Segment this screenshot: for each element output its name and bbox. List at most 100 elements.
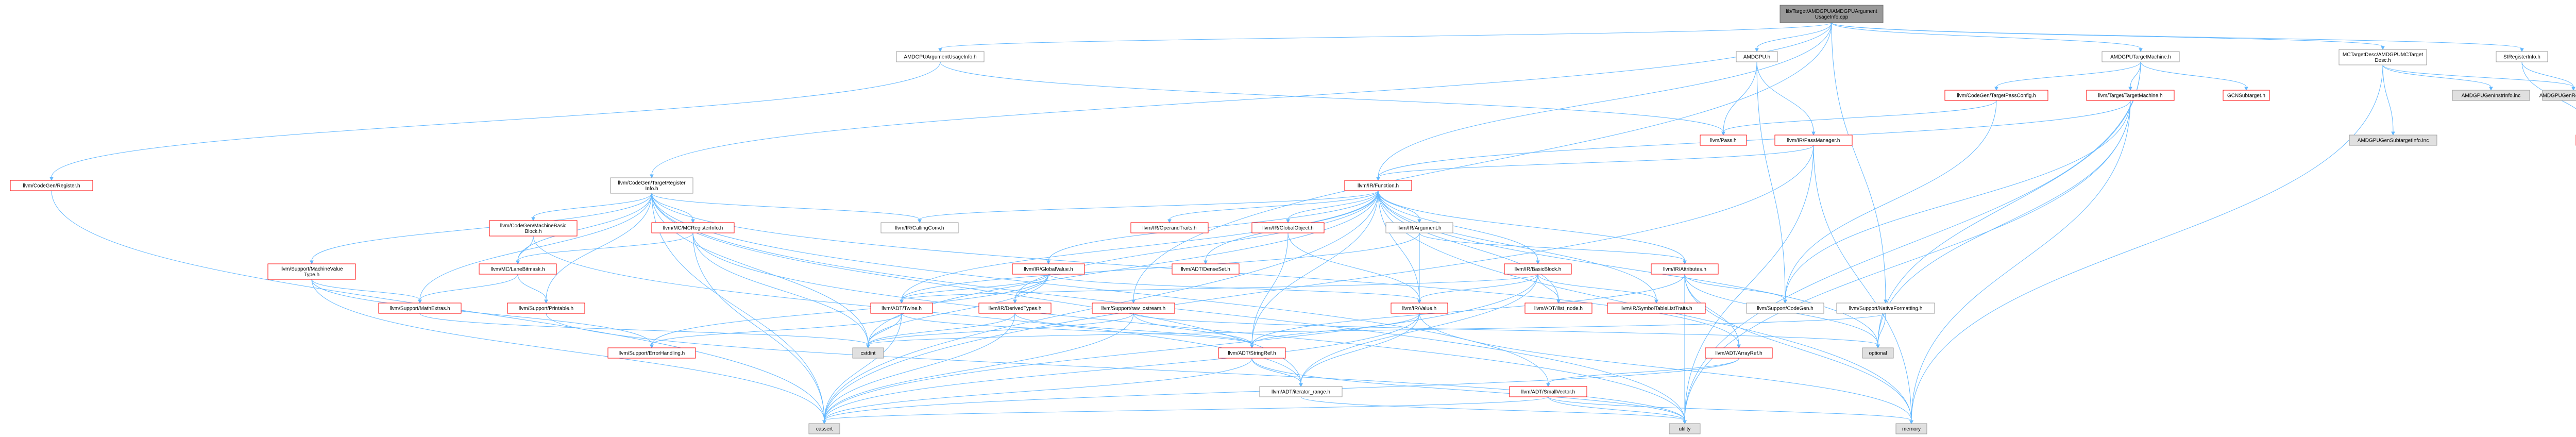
node-symtab[interactable]: llvm/IR/SymbolTableListTraits.h: [1607, 302, 1706, 314]
node-label: Info.h: [645, 186, 658, 192]
node-label: llvm/ADT/iterator_range.h: [1272, 390, 1330, 395]
edge-line: [1251, 232, 1289, 345]
node-label: AMDGPUArgumentUsageInfo.h: [904, 55, 976, 60]
node-nativefmt[interactable]: llvm/Support/NativeFormatting.h: [1836, 302, 1935, 314]
node-box: [1259, 386, 1343, 397]
edge-line: [1684, 274, 1786, 300]
edge-line: [1548, 396, 1912, 421]
node-printable[interactable]: llvm/Support/Printable.h: [507, 302, 585, 314]
node-box: [1746, 302, 1824, 314]
node-label: llvm/MC/MCRegisterInfo.h: [663, 226, 723, 231]
edge-passmgr-to-utility: [1683, 145, 1814, 425]
node-smallvector[interactable]: llvm/ADT/SmallVector.h: [1509, 386, 1587, 397]
node-globalval[interactable]: llvm/IR/GlobalValue.h: [1012, 263, 1085, 275]
edge-line: [1014, 313, 1252, 345]
edge-line: [2130, 61, 2141, 88]
node-value[interactable]: llvm/IR/Value.h: [1391, 302, 1448, 314]
edge-arrowhead: [691, 219, 695, 224]
edge-tm-to-function: [1376, 100, 2131, 181]
node-box: [267, 263, 356, 280]
node-memory: memory: [1895, 423, 1927, 434]
edge-amdgputm-to-utility: [1683, 61, 2141, 425]
node-iterrange[interactable]: llvm/ADT/iterator_range.h: [1259, 386, 1343, 397]
node-arrayref[interactable]: llvm/ADT/ArrayRef.h: [1705, 347, 1773, 359]
edge-line: [868, 313, 1015, 345]
node-label: llvm/ADT/StringRef.h: [1228, 351, 1276, 357]
node-label: Desc.h: [2375, 58, 2391, 63]
edge-line: [1048, 274, 1420, 300]
edge-amdgpu-to-passmgr: [1756, 61, 1816, 136]
node-stringref[interactable]: llvm/ADT/StringRef.h: [1218, 347, 1286, 359]
node-basicblock[interactable]: llvm/IR/BasicBlock.h: [1504, 263, 1572, 275]
edge-line: [1877, 61, 2141, 345]
node-label: llvm/IR/DerivedTypes.h: [989, 306, 1042, 312]
node-label: MCTargetDesc/AMDGPUMCTarget: [2343, 52, 2423, 58]
node-lanebit[interactable]: llvm/MC/LaneBitmask.h: [479, 263, 557, 275]
node-box: [651, 222, 735, 233]
edge-line: [692, 232, 869, 345]
node-argument[interactable]: llvm/IR/Argument.h: [1385, 222, 1453, 233]
node-box: [1012, 263, 1085, 275]
edge-mbb-to-lanebit: [516, 236, 534, 265]
node-ilistnode[interactable]: llvm/ADT/ilist_node.h: [1524, 302, 1592, 314]
edge-line: [692, 232, 1685, 421]
edge-line: [824, 313, 902, 421]
node-label: llvm/IR/Value.h: [1402, 306, 1437, 312]
edge-line: [1133, 313, 1878, 345]
node-amdgputm[interactable]: AMDGPUTargetMachine.h: [2102, 51, 2180, 62]
node-attributes[interactable]: llvm/IR/Attributes.h: [1651, 263, 1719, 275]
node-pass[interactable]: llvm/Pass.h: [1700, 135, 1747, 146]
edge-root-to-rawostream: [1131, 22, 1832, 304]
node-label: llvm/IR/Function.h: [1358, 183, 1399, 189]
node-box: [1251, 222, 1325, 233]
edge-arrowhead: [1546, 383, 1550, 388]
node-argusage[interactable]: AMDGPUArgumentUsageInfo.h: [896, 51, 985, 62]
edge-line: [868, 313, 902, 345]
node-callingconv[interactable]: llvm/IR/CallingConv.h: [880, 222, 959, 233]
node-tpconfig[interactable]: llvm/CodeGen/TargetPassConfig.h: [1944, 90, 2048, 101]
node-function[interactable]: llvm/IR/Function.h: [1344, 180, 1412, 191]
edge-basicblock-to-ilistnode: [1537, 274, 1561, 304]
node-siregs[interactable]: SIRegisterInfo.h: [2496, 51, 2548, 62]
node-derivedtypes[interactable]: llvm/IR/DerivedTypes.h: [978, 302, 1052, 314]
node-label: AMDGPUTargetMachine.h: [2110, 55, 2171, 60]
node-twine[interactable]: llvm/ADT/Twine.h: [870, 302, 933, 314]
edge-line: [2382, 64, 2394, 132]
edge-line: [1537, 274, 1559, 300]
node-label: llvm/CodeGen/MachineBasic: [500, 223, 566, 229]
node-codegen[interactable]: llvm/Support/CodeGen.h: [1746, 302, 1824, 314]
node-box: [1344, 180, 1412, 191]
node-globalobj[interactable]: llvm/IR/GlobalObject.h: [1251, 222, 1325, 233]
edge-rawostream-to-cassert: [822, 313, 1134, 425]
edge-rawostream-to-optional: [1133, 313, 1880, 349]
edge-arrowhead: [650, 174, 654, 179]
node-label: llvm/IR/OperandTraits.h: [1142, 226, 1196, 231]
node-opertraits[interactable]: llvm/IR/OperandTraits.h: [1130, 222, 1209, 233]
edge-arrowhead: [1783, 299, 1787, 304]
node-rawostream[interactable]: llvm/Support/raw_ostream.h: [1092, 302, 1175, 314]
node-box: [1524, 302, 1592, 314]
edge-arrowhead: [1417, 299, 1421, 304]
node-cgregister[interactable]: llvm/CodeGen/Register.h: [10, 180, 93, 191]
edge-root-to-amdgputm: [1831, 22, 2143, 53]
edge-line: [2382, 64, 2574, 88]
edge-function-to-globalval: [1046, 190, 1379, 265]
edge-arrowhead: [1013, 299, 1017, 304]
node-tm[interactable]: llvm/Target/TargetMachine.h: [2086, 90, 2175, 101]
node-amdgpu[interactable]: AMDGPU.h: [1736, 51, 1778, 62]
edge-line: [1419, 313, 1912, 421]
node-label: llvm/IR/Attributes.h: [1663, 267, 1706, 273]
node-passmgr[interactable]: llvm/IR/PassManager.h: [1774, 135, 1853, 146]
edge-root-to-tri: [650, 22, 1832, 179]
node-mcreg[interactable]: llvm/MC/MCRegisterInfo.h: [651, 222, 735, 233]
node-mathextras[interactable]: llvm/Support/MathExtras.h: [378, 302, 462, 314]
node-label: llvm/IR/BasicBlock.h: [1515, 267, 1562, 273]
node-errhandling[interactable]: llvm/Support/ErrorHandling.h: [607, 347, 696, 359]
node-gcnsub[interactable]: GCNSubtarget.h: [2223, 90, 2270, 101]
node-densemap[interactable]: llvm/ADT/DenseSet.h: [1172, 263, 1240, 275]
node-utility: utility: [1669, 423, 1701, 434]
